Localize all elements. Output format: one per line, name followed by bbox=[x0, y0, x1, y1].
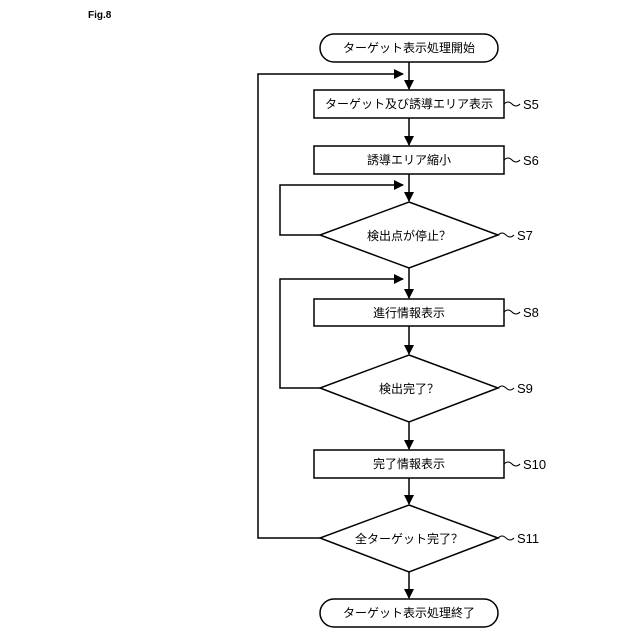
step-label-s5: S5 bbox=[523, 97, 539, 112]
leader-s5 bbox=[504, 102, 520, 106]
s7-text: 検出点が停止？ bbox=[367, 228, 451, 243]
end-text: ターゲット表示処理終了 bbox=[343, 605, 475, 620]
s10-text: 完了情報表示 bbox=[373, 456, 445, 471]
s9-text: 検出完了？ bbox=[379, 381, 439, 396]
s6-text: 誘導エリア縮小 bbox=[367, 152, 451, 167]
s8-text: 進行情報表示 bbox=[373, 306, 445, 320]
step-label-s7: S7 bbox=[517, 228, 533, 243]
start-text: ターゲット表示処理開始 bbox=[343, 41, 475, 55]
step-label-s6: S6 bbox=[523, 153, 539, 168]
step-label-s8: S8 bbox=[523, 305, 539, 320]
leader-s8 bbox=[504, 310, 520, 314]
step-label-s9: S9 bbox=[517, 381, 533, 396]
leader-s7 bbox=[498, 233, 514, 237]
step-label-s11: S11 bbox=[517, 531, 539, 546]
step-label-s10: S10 bbox=[523, 457, 546, 472]
leader-s11 bbox=[498, 536, 514, 540]
leader-s6 bbox=[504, 158, 520, 162]
s11-text: 全ターゲット完了？ bbox=[355, 531, 463, 546]
leader-s9 bbox=[498, 386, 514, 390]
leader-s10 bbox=[504, 462, 520, 466]
s5-text: ターゲット及び誘導エリア表示 bbox=[325, 97, 493, 111]
